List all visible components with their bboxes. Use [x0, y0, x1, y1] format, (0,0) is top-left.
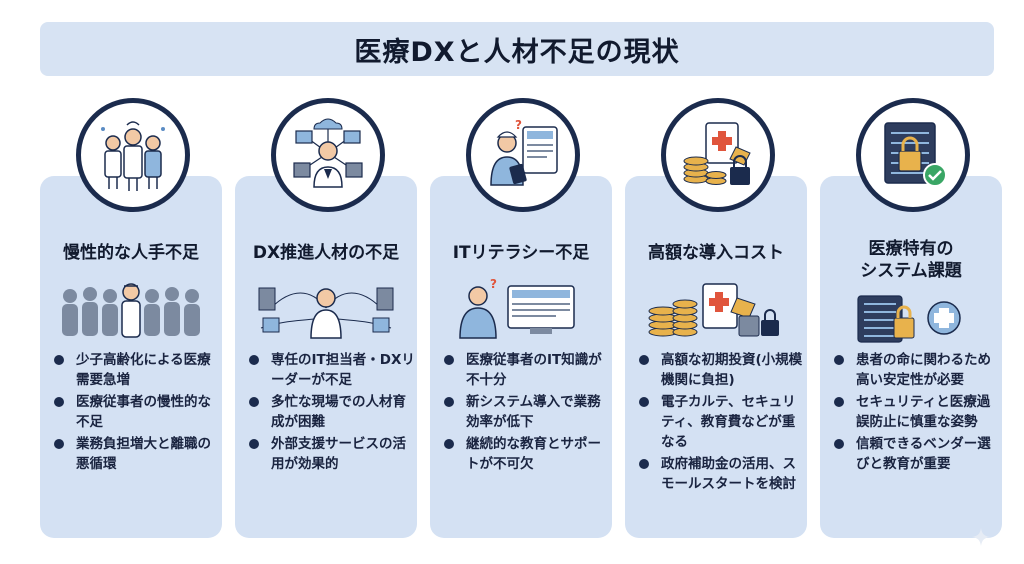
bullet-list: 高額な初期投資(小規模機関に負担) 電子カルテ、セキュリティ、教育費などが重なる…: [635, 350, 807, 496]
column-cost: 高額な導入コスト 高額な初期投資(小規模機関に負担) 電子カルテ、セキュリティ、…: [625, 92, 807, 540]
list-item: 医療従事者の慢性的な不足: [50, 392, 222, 432]
card: [40, 176, 222, 538]
nurse-computer-illustration: ?: [446, 278, 596, 340]
list-item: 継続的な教育とサポートが不可欠: [440, 434, 612, 474]
card-title: DX推進人材の不足: [252, 243, 400, 263]
network-doctor-icon: [271, 98, 385, 212]
list-item: 政府補助金の活用、スモールスタートを検討: [635, 454, 807, 494]
bullet-list: 少子高齢化による医療需要急増 医療従事者の慢性的な不足 業務負担増大と離職の悪循…: [50, 350, 222, 476]
list-item: 新システム導入で業務効率が低下: [440, 392, 612, 432]
column-dx-talent: DX推進人材の不足 専任のIT担当者・DXリーダーが不足 多忙な現場での人材育成…: [235, 92, 417, 540]
list-item: 少子高齢化による医療需要急増: [50, 350, 222, 390]
nurse-tablet-icon: ?: [466, 98, 580, 212]
column-staff-shortage: 慢性的な人手不足 少子高齢化による医療需要急増 医療従事者の慢性的な不足: [40, 92, 222, 540]
title-banner: 医療DXと人材不足の現状: [40, 22, 994, 76]
card: [430, 176, 612, 538]
secure-server-icon: [856, 98, 970, 212]
coins-illustration: [641, 278, 791, 340]
bullet-list: 医療従事者のIT知識が不十分 新システム導入で業務効率が低下 継続的な教育とサポ…: [440, 350, 612, 476]
columns: 慢性的な人手不足 少子高齢化による医療需要急増 医療従事者の慢性的な不足: [40, 92, 1002, 540]
sparkle-icon: [972, 528, 990, 546]
card: [235, 176, 417, 538]
svg-text:?: ?: [490, 278, 497, 291]
page-title: 医療DXと人材不足の現状: [354, 36, 680, 68]
list-item: 多忙な現場での人材育成が困難: [245, 392, 417, 432]
cost-coins-icon: [661, 98, 775, 212]
network-illustration: [251, 278, 401, 340]
card-title: ITリテラシー不足: [452, 243, 590, 263]
server-lock-illustration: [836, 288, 986, 350]
card: [625, 176, 807, 538]
list-item: 信頼できるベンダー選びと教育が重要: [830, 434, 1002, 474]
card-title: 医療特有の システム課題: [860, 239, 962, 281]
list-item: 電子カルテ、セキュリティ、教育費などが重なる: [635, 392, 807, 452]
list-item: 業務負担増大と離職の悪循環: [50, 434, 222, 474]
list-item: 医療従事者のIT知識が不十分: [440, 350, 612, 390]
list-item: 外部支援サービスの活用が効果的: [245, 434, 417, 474]
list-item: 高額な初期投資(小規模機関に負担): [635, 350, 807, 390]
column-it-literacy: ? ITリテラシー不足 ? 医療従事者のIT知識が不十分 新システム導入で業務効…: [430, 92, 612, 540]
list-item: 患者の命に関わるため高い安定性が必要: [830, 350, 1002, 390]
card-title: 慢性的な人手不足: [63, 243, 199, 263]
card-title: 高額な導入コスト: [648, 243, 784, 263]
column-system-issues: 医療特有の システム課題 患者の命に関わるため高い安定性が必要 セキュリティと医…: [820, 92, 1002, 540]
bullet-list: 専任のIT担当者・DXリーダーが不足 多忙な現場での人材育成が困難 外部支援サー…: [245, 350, 417, 476]
bullet-list: 患者の命に関わるため高い安定性が必要 セキュリティと医療過誤防止に慎重な姿勢 信…: [830, 350, 1002, 476]
overworked-staff-icon: [76, 98, 190, 212]
crowd-illustration: [56, 278, 206, 340]
svg-text:?: ?: [515, 118, 522, 132]
list-item: セキュリティと医療過誤防止に慎重な姿勢: [830, 392, 1002, 432]
card: [820, 176, 1002, 538]
list-item: 専任のIT担当者・DXリーダーが不足: [245, 350, 417, 390]
